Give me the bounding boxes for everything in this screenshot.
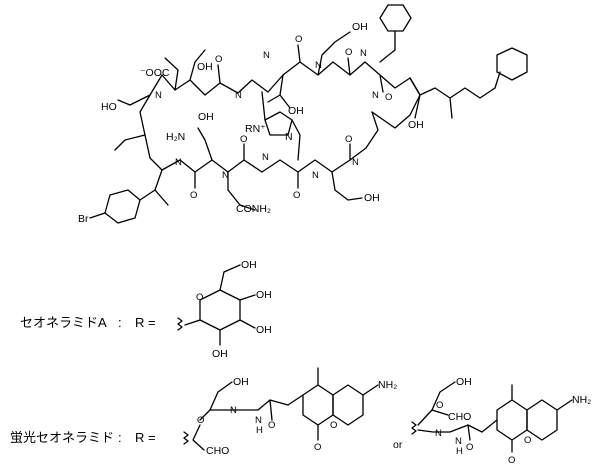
atom-nh: N	[360, 48, 367, 59]
atom-o: O	[345, 47, 352, 58]
fluorescent-r-group-1: OH O CHO N N H O O O NH₂	[183, 367, 397, 457]
glucose-oh: OH	[241, 259, 257, 271]
glucose-oh: OH	[256, 289, 272, 301]
r2-cho: CHO	[448, 411, 471, 423]
atom-nh: N	[352, 157, 359, 168]
atom-oh: OH	[198, 111, 214, 123]
atom-nh: N	[222, 170, 229, 181]
atom-o: O	[295, 34, 302, 45]
atom-nh: N	[262, 152, 269, 163]
r-equals-label: R =	[135, 430, 156, 445]
r2-n: N	[435, 428, 442, 439]
atom-nh: N	[312, 170, 319, 181]
atom-o: O	[240, 134, 247, 145]
r1-ring-o: O	[330, 420, 337, 431]
atom-oh: OH	[288, 105, 304, 117]
glucose-oh: OH	[212, 348, 228, 360]
seonamide-a-caption: セオネラミドA : R =	[20, 315, 156, 330]
r2-lactone-o: O	[508, 455, 515, 466]
r1-cho: CHO	[206, 445, 229, 457]
fluorescent-caption: 蛍光セオネラミド : R =	[10, 430, 156, 445]
atom-nh: N	[263, 50, 270, 61]
atom-o: O	[190, 190, 197, 201]
r1-nh2: NH₂	[378, 379, 397, 391]
atom-nh: N	[315, 60, 322, 71]
atom-o: O	[345, 134, 352, 145]
fluorescent-r-group-2: OH CHO O N N H O O O NH₂	[411, 376, 591, 466]
r1-oh: OH	[233, 376, 249, 388]
atom-nh: N	[175, 157, 182, 168]
r2-nh: N	[455, 436, 462, 447]
atom-oh: OH	[352, 21, 368, 33]
atom-o: O	[215, 54, 222, 65]
r1-nh: N	[255, 415, 262, 426]
r1-carbonyl-o: O	[268, 420, 275, 431]
or-label: or	[393, 439, 403, 451]
r1-n: N	[230, 405, 237, 416]
glucose-r-group: OH OH OH OH O	[177, 259, 272, 360]
atom-ho: HO	[101, 101, 117, 113]
r2-nh2: NH₂	[572, 394, 591, 406]
r2-carbonyl-o: O	[466, 442, 473, 453]
atom-h2n: H₂N	[166, 131, 185, 143]
atom-br: Br	[78, 213, 89, 225]
r2-oh: OH	[456, 376, 472, 388]
atom-conh2: CONH₂	[236, 203, 271, 215]
atom-oh: OH	[364, 192, 380, 204]
r1-h: H	[256, 425, 263, 436]
atom-o: O	[293, 190, 300, 201]
glucose-oh: OH	[256, 324, 272, 336]
atom-rn-plus: RN⁺	[245, 123, 266, 135]
caption-colon: :	[118, 430, 122, 445]
r-equals-label: R =	[135, 315, 156, 330]
atom-nh: N	[235, 90, 242, 101]
macrocycle-atom-labels: ⁻OOC OH HO OH OH OH OH H₂N CONH₂ OH Br R…	[78, 21, 424, 225]
atom-oh: OH	[197, 61, 213, 73]
atom-o: O	[385, 92, 392, 103]
atom-oh: OH	[408, 119, 424, 131]
r1-o: O	[197, 415, 204, 426]
r2-o: O	[436, 400, 443, 411]
r2-ring-o: O	[524, 435, 531, 446]
caption-colon: :	[118, 315, 122, 330]
seonamide-a-label: セオネラミドA	[20, 315, 107, 330]
macrocycle-structure	[89, 4, 528, 224]
atom-nh: N	[372, 90, 379, 101]
atom-carboxylate: ⁻OOC	[140, 67, 170, 79]
fluorescent-seonamide-label: 蛍光セオネラミド	[10, 430, 114, 445]
glucose-ring-o: O	[196, 292, 203, 303]
r2-h: H	[456, 446, 463, 457]
atom-n: N	[285, 131, 293, 143]
r1-lactone-o: O	[314, 442, 321, 453]
atom-nh: N	[155, 90, 162, 101]
